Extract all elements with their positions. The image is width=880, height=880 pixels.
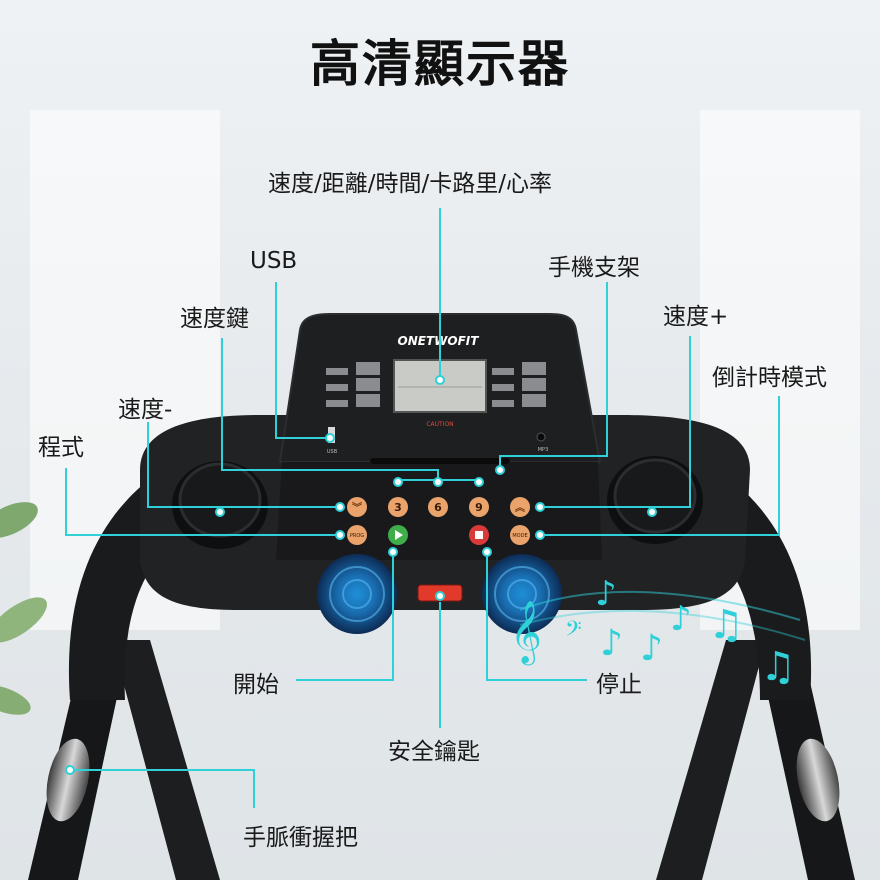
callout-lines — [65, 208, 780, 808]
console-buttons: ︾ 3 6 9 ︽ PROG MODE — [347, 497, 530, 545]
pulse-grip-right — [796, 738, 840, 822]
callout-dots — [65, 375, 657, 775]
cup-holder-left — [172, 461, 268, 549]
svg-text:♪: ♪ — [600, 623, 623, 664]
label-safety-key: 安全鑰匙 — [388, 739, 480, 765]
speed-minus-button[interactable] — [347, 497, 367, 517]
speed-minus-icon: ︾ — [352, 501, 362, 514]
label-speed-minus: 速度- — [118, 397, 173, 423]
music-notes: 𝄞 𝄢 ♪ ♪ ♪ ♪ ♫ ♫ — [510, 574, 806, 690]
mode-button[interactable] — [510, 525, 530, 545]
speaker-left — [317, 554, 397, 634]
label-speed-plus: 速度+ — [663, 304, 729, 330]
stop-icon — [475, 531, 483, 539]
page-title: 高清顯示器 — [310, 35, 570, 93]
label-stop: 停止 — [596, 672, 642, 698]
label-countdown-mode: 倒計時模式 — [712, 365, 827, 391]
mp3-label: MP3 — [538, 447, 549, 453]
pulse-grip-left — [46, 738, 90, 822]
svg-text:♪: ♪ — [595, 574, 617, 614]
label-pulse-grip: 手脈衝握把 — [243, 825, 358, 851]
speed-3-label: 3 — [394, 501, 402, 514]
speaker-right — [482, 554, 562, 634]
play-icon — [395, 530, 403, 540]
label-start: 開始 — [233, 672, 279, 698]
svg-text:♪: ♪ — [640, 628, 663, 669]
program-button[interactable] — [347, 525, 367, 545]
mode-button-label: MODE — [512, 533, 527, 539]
mp3-jack — [536, 432, 546, 442]
cup-holder-right — [607, 456, 703, 544]
phone-slot — [370, 458, 510, 464]
svg-text:𝄢: 𝄢 — [565, 617, 582, 647]
speed-6-button[interactable] — [428, 497, 448, 517]
program-graphs — [326, 362, 546, 407]
speed-6-label: 6 — [434, 501, 442, 514]
label-speed-keys: 速度鍵 — [180, 306, 249, 332]
svg-text:♫: ♫ — [708, 602, 744, 648]
speed-plus-button[interactable] — [510, 497, 530, 517]
caution-label: CAUTION — [426, 421, 453, 428]
svg-text:♪: ♪ — [670, 599, 692, 639]
svg-text:𝄞: 𝄞 — [510, 600, 542, 666]
svg-text:♫: ♫ — [760, 644, 796, 690]
speed-plus-icon: ︽ — [515, 503, 525, 514]
program-button-label: PROG — [350, 533, 364, 539]
plant-leaves — [0, 502, 47, 715]
label-display-metrics: 速度/距離/時間/卡路里/心率 — [268, 171, 552, 197]
label-program: 程式 — [38, 435, 84, 461]
speed-9-button[interactable] — [469, 497, 489, 517]
label-usb: USB — [250, 248, 298, 274]
speed-9-label: 9 — [475, 501, 483, 514]
speed-3-button[interactable] — [388, 497, 408, 517]
brand-logo: ONETWOFIT — [398, 334, 480, 348]
label-phone-holder: 手機支架 — [548, 255, 640, 281]
usb-port-label: USB — [327, 449, 338, 455]
